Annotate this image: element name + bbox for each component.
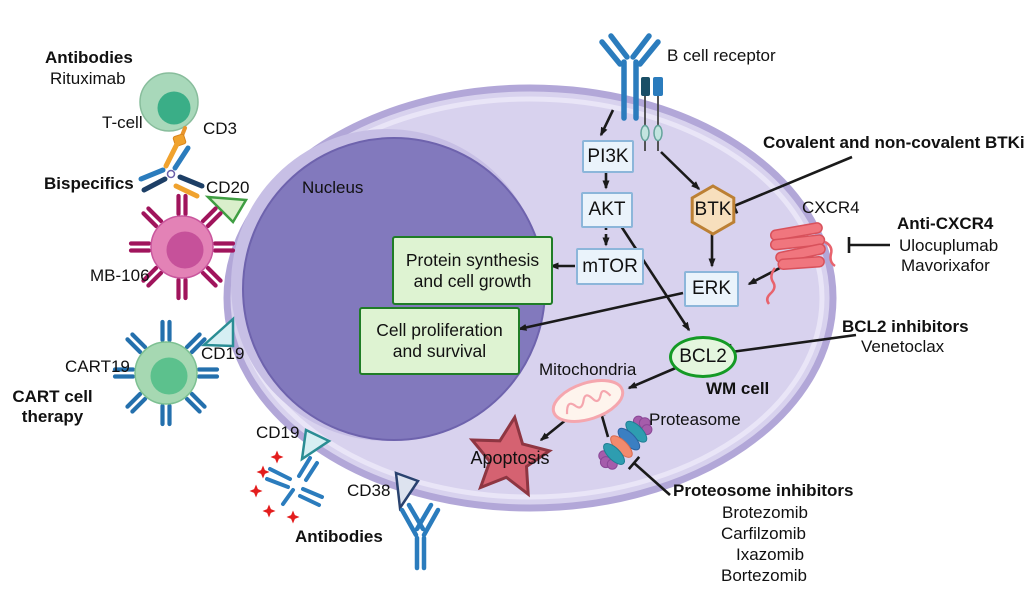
label-bispecifics: Bispecifics xyxy=(44,174,134,193)
label-bortezomib: Bortezomib xyxy=(721,566,807,585)
outcome-protein-synthesis: Protein synthesis and cell growth xyxy=(392,236,553,305)
pathway-arrows xyxy=(517,109,890,496)
label-antibodies-top: Antibodies xyxy=(45,48,133,67)
btk-hexagon-icon xyxy=(690,184,736,236)
label-ixazomib: Ixazomib xyxy=(736,545,805,564)
node-akt: AKT xyxy=(581,192,633,228)
label-cxcr4: CXCR4 xyxy=(802,198,860,217)
label-cd38: CD38 xyxy=(347,481,391,500)
label-bcl2-inhibitors: BCL2 inhibitors xyxy=(842,317,969,336)
node-erk: ERK xyxy=(684,271,739,307)
label-brotezomib: Brotezomib xyxy=(722,503,808,522)
label-ulocuplumab: Ulocuplumab xyxy=(899,236,999,255)
mitochondria-icon xyxy=(551,379,625,423)
b-cell-receptor-icon xyxy=(599,33,663,151)
cd20-triangle-icon xyxy=(204,195,249,225)
label-cart19: CART19 xyxy=(65,357,130,376)
cd19-bottom-triangle-icon xyxy=(300,428,332,462)
label-rituximab: Rituximab xyxy=(50,69,126,88)
label-mitochondria: Mitochondria xyxy=(539,360,637,379)
label-cd19-bottom: CD19 xyxy=(256,423,300,442)
cd38-triangle-icon xyxy=(394,471,420,512)
label-nucleus: Nucleus xyxy=(302,178,364,197)
node-pi3k: PI3K xyxy=(582,140,634,173)
cxcr4-receptor-icon xyxy=(766,222,836,305)
cart19-cell-icon xyxy=(112,319,220,427)
radioisotope-stars-icon xyxy=(249,450,300,524)
label-mavorixafor: Mavorixafor xyxy=(901,256,990,275)
radiolabeled-antibody-icon xyxy=(249,450,324,524)
label-venetoclax: Venetoclax xyxy=(861,337,945,356)
outcome-cell-proliferation: Cell proliferation and survival xyxy=(359,307,520,375)
apoptosis-label: Apoptosis xyxy=(470,448,550,468)
label-cart-cell-therapy: CART cell therapy xyxy=(12,387,93,427)
label-cd3: CD3 xyxy=(203,119,238,138)
label-b-cell-receptor: B cell receptor xyxy=(667,46,776,65)
label-btki: Covalent and non-covalent BTKi xyxy=(763,133,1024,152)
label-mb106: MB-106 xyxy=(90,266,150,285)
apoptosis-star-icon xyxy=(468,413,553,498)
cd19-top-triangle-icon xyxy=(200,316,235,348)
t-cell-icon xyxy=(139,72,199,132)
label-cd19-top: CD19 xyxy=(201,344,245,363)
mb106-car-cell-icon xyxy=(128,193,236,301)
node-bcl2: BCL2 xyxy=(669,336,737,378)
proteasome-icon xyxy=(598,415,653,470)
label-anti-cxcr4: Anti-CXCR4 xyxy=(897,214,994,233)
label-wm-cell: WM cell xyxy=(706,379,770,398)
label-carfilzomib: Carfilzomib xyxy=(721,524,807,543)
label-proteasome: Proteasome xyxy=(649,410,741,429)
label-proteosome-inhibitors: Proteosome inhibitors xyxy=(673,481,854,500)
node-btk-label: BTK xyxy=(694,199,732,220)
label-cd20: CD20 xyxy=(206,178,250,197)
node-mtor: mTOR xyxy=(576,248,644,285)
label-antibodies-bottom: Antibodies xyxy=(295,527,383,546)
label-t-cell: T-cell xyxy=(102,113,143,132)
cd38-antibody-icon xyxy=(399,502,441,571)
bispecific-antibody-icon xyxy=(138,141,205,199)
